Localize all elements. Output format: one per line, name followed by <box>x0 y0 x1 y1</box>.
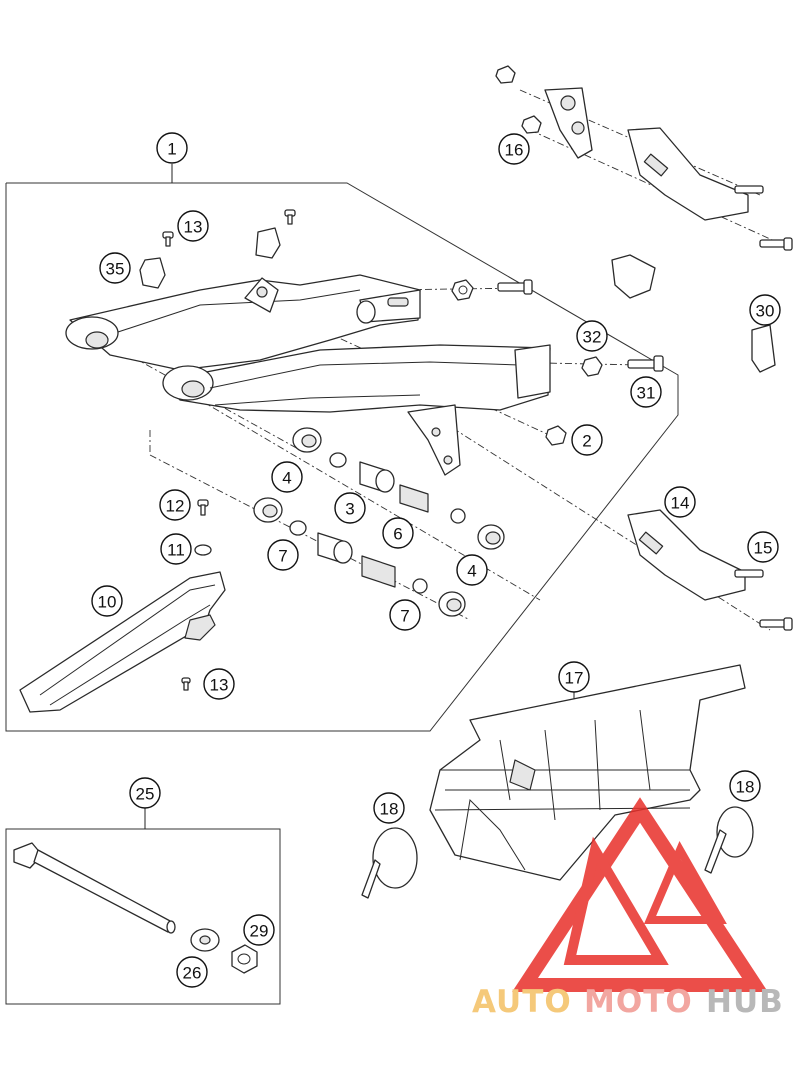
svg-text:6: 6 <box>393 525 402 544</box>
small-screws <box>162 209 296 691</box>
svg-text:12: 12 <box>166 497 185 516</box>
callout-1: 1 <box>156 132 188 164</box>
watermark-auto: AUTO <box>472 984 572 1020</box>
svg-text:10: 10 <box>98 593 117 612</box>
svg-text:3: 3 <box>345 500 354 519</box>
svg-text:4: 4 <box>282 469 291 488</box>
svg-text:13: 13 <box>210 676 229 695</box>
svg-text:32: 32 <box>583 328 602 347</box>
axle <box>13 842 258 974</box>
chain-guard <box>429 664 746 881</box>
svg-text:16: 16 <box>505 141 524 160</box>
callout-17: 17 <box>558 661 590 693</box>
swingarm-group-frame <box>5 182 679 732</box>
callout-2: 2 <box>571 424 603 456</box>
svg-text:35: 35 <box>106 260 125 279</box>
svg-text:15: 15 <box>754 539 773 558</box>
callout-30: 30 <box>749 294 781 326</box>
callout-25: 25 <box>129 777 161 809</box>
callout-35: 35 <box>99 252 131 284</box>
swingarm <box>65 274 551 476</box>
callout-18a: 18 <box>373 792 405 824</box>
svg-text:17: 17 <box>565 669 584 688</box>
callout-29: 29 <box>243 914 275 946</box>
watermark-logo <box>512 797 768 992</box>
callout-32: 32 <box>576 320 608 352</box>
callout-31: 31 <box>630 376 662 408</box>
hardware-top <box>451 65 664 446</box>
chain-slider <box>19 571 226 713</box>
callout-13a: 13 <box>177 210 209 242</box>
callout-7b: 7 <box>389 599 421 631</box>
svg-text:14: 14 <box>671 494 690 513</box>
svg-text:18: 18 <box>736 778 755 797</box>
cable-ties <box>361 806 754 899</box>
callout-4b: 4 <box>456 554 488 586</box>
callout-11: 11 <box>160 533 192 565</box>
callout-13b: 13 <box>203 668 235 700</box>
axle-group-frame <box>5 828 281 1005</box>
callout-15: 15 <box>747 531 779 563</box>
svg-text:25: 25 <box>136 785 155 804</box>
chain-guide-bracket-upper <box>544 87 793 251</box>
callout-14: 14 <box>664 486 696 518</box>
svg-text:1: 1 <box>167 140 176 159</box>
bearings <box>253 427 505 617</box>
watermark-hub: HUB <box>706 984 784 1020</box>
watermark-moto: MOTO <box>584 984 693 1020</box>
svg-text:18: 18 <box>380 800 399 819</box>
callout-7a: 7 <box>267 539 299 571</box>
callout-6: 6 <box>382 517 414 549</box>
svg-text:13: 13 <box>184 218 203 237</box>
svg-text:31: 31 <box>637 384 656 403</box>
svg-text:7: 7 <box>278 547 287 566</box>
chain-guide-lower <box>627 509 793 631</box>
callout-18b: 18 <box>729 770 761 802</box>
svg-text:30: 30 <box>756 302 775 321</box>
callout-26: 26 <box>176 956 208 988</box>
callout-4a: 4 <box>271 461 303 493</box>
callout-3: 3 <box>334 492 366 524</box>
part-30 <box>611 254 776 373</box>
svg-text:29: 29 <box>250 922 269 941</box>
brake-line-clips <box>139 227 281 289</box>
svg-text:7: 7 <box>400 607 409 626</box>
svg-text:11: 11 <box>167 541 185 560</box>
svg-text:2: 2 <box>582 432 591 451</box>
callout-10: 10 <box>91 585 123 617</box>
callout-12: 12 <box>159 489 191 521</box>
watermark-text: AUTO MOTO HUB <box>472 984 784 1020</box>
svg-text:26: 26 <box>183 964 202 983</box>
svg-text:4: 4 <box>467 562 476 581</box>
callout-16: 16 <box>498 133 530 165</box>
